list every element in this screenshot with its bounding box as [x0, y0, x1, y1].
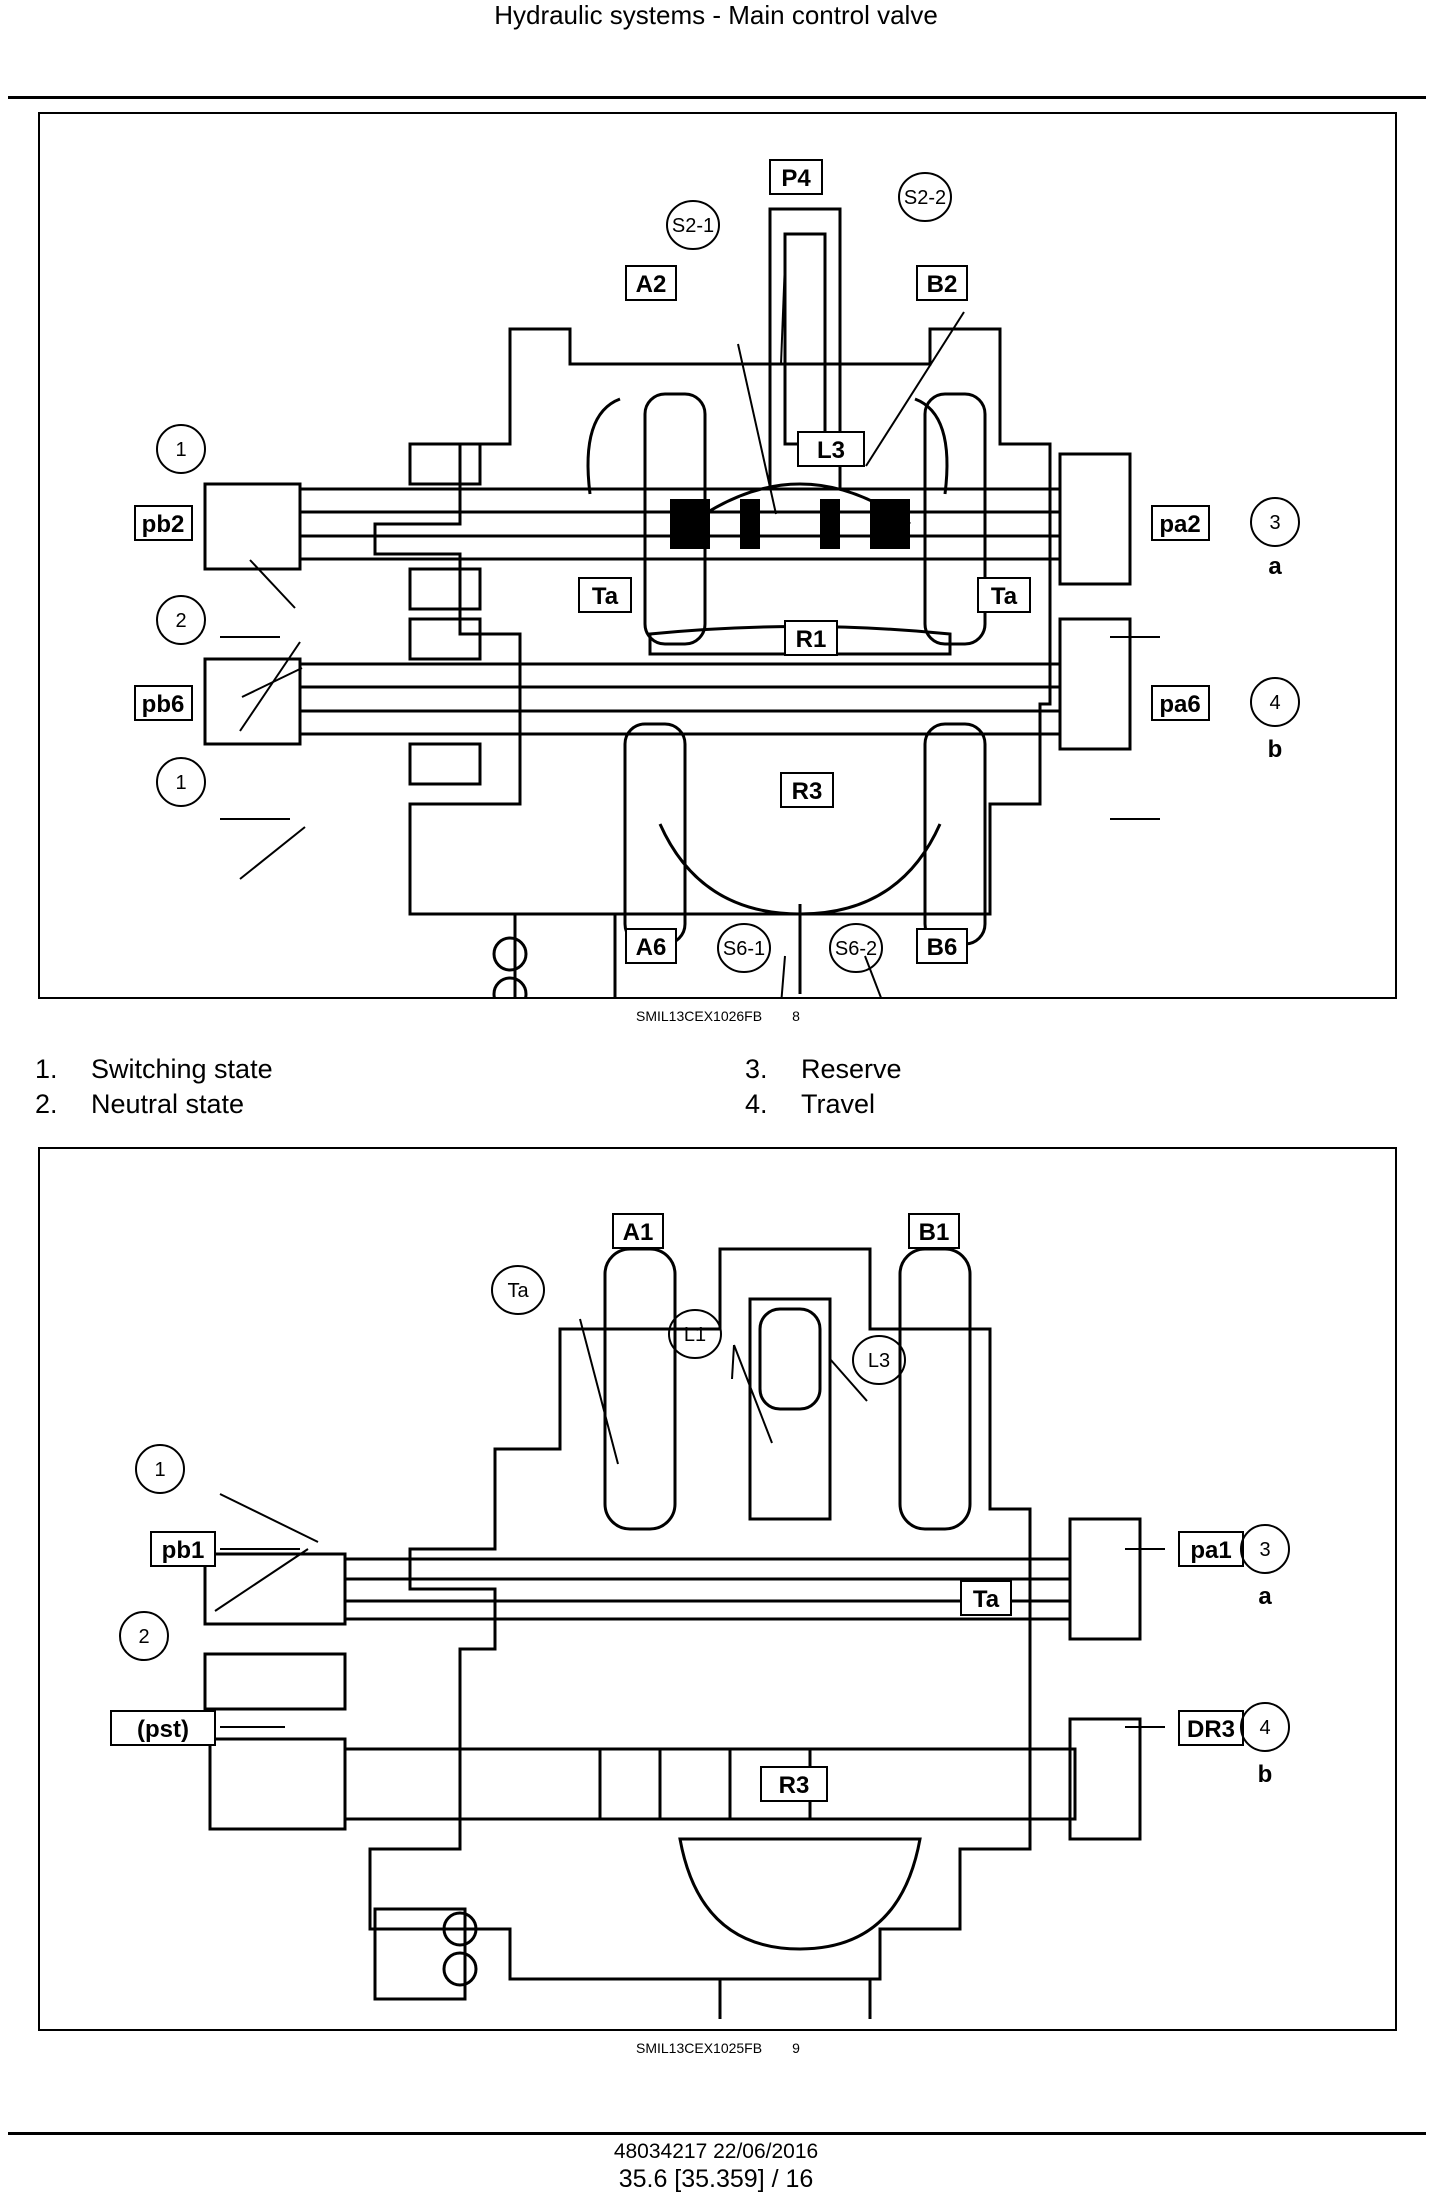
port-ta-left-label: Ta	[592, 583, 619, 610]
figure-9-code: SMIL13CEX1025FB	[636, 2040, 763, 2056]
port-pa2-label: pa2	[1159, 511, 1200, 538]
legend-item-1: 1. Switching state	[35, 1052, 273, 1087]
page-header: Hydraulic systems - Main control valve	[494, 0, 938, 30]
port-dr3-label: DR3	[1187, 1716, 1235, 1743]
port-l3-label: L3	[817, 437, 845, 464]
port-r3-label: R3	[779, 1772, 810, 1799]
callout-4: 4	[1269, 692, 1280, 714]
legend-item-3: 3. Reserve	[745, 1052, 902, 1087]
legend-number: 2.	[35, 1089, 58, 1119]
port-pb1-label: pb1	[162, 1537, 205, 1564]
legend-item-2: 2. Neutral state	[35, 1087, 244, 1122]
callout-3: 3	[1269, 512, 1280, 534]
legend-number: 3.	[745, 1054, 768, 1084]
port-pst-label: (pst)	[137, 1716, 189, 1743]
figure-8-code: SMIL13CEX1026FB	[636, 1008, 763, 1024]
state-b-label: b	[1258, 1761, 1273, 1788]
port-a1-label: A1	[623, 1219, 654, 1246]
callout-3: 3	[1259, 1539, 1270, 1561]
figure-9-caption: SMIL13CEX1025FB 9	[636, 2040, 800, 2056]
callout-s2-1: S2-1	[672, 215, 714, 237]
figure-9-drawing: A1 B1 pb1 pa1 Ta (pst) DR3 R3 Ta L1 L3 1…	[110, 1213, 1290, 2019]
callout-2: 2	[138, 1626, 149, 1648]
legend-number: 4.	[745, 1089, 768, 1119]
callout-l1: L1	[684, 1324, 706, 1346]
legend-number: 1.	[35, 1054, 58, 1084]
port-b2-label: B2	[927, 271, 958, 298]
footer-rule	[8, 2132, 1426, 2135]
legend-item-4: 4. Travel	[745, 1087, 875, 1122]
footer-page-number: 35.6 [35.359] / 16	[618, 2165, 814, 2193]
figure-8-caption: SMIL13CEX1026FB 8	[636, 1008, 800, 1024]
port-pa1-label: pa1	[1190, 1537, 1231, 1564]
callout-4: 4	[1259, 1717, 1270, 1739]
state-a-label: a	[1258, 1583, 1272, 1610]
state-b-label: b	[1268, 736, 1283, 763]
callout-s2-2: S2-2	[904, 187, 946, 209]
port-ta-box-label: Ta	[973, 1586, 1000, 1613]
header-rule	[8, 96, 1426, 99]
port-b1-label: B1	[919, 1219, 950, 1246]
figure-8-frame: P4 A2 B2 L3 pb2 pa2 Ta Ta R1 pb6 pa6 R3 …	[38, 112, 1397, 999]
legend-text: Travel	[801, 1089, 876, 1119]
callout-l3: L3	[868, 1350, 890, 1372]
legend-text: Reserve	[801, 1054, 902, 1084]
legend-text: Neutral state	[91, 1089, 245, 1119]
port-r3-label: R3	[792, 778, 823, 805]
port-b6-label: B6	[927, 934, 958, 961]
legend-text: Switching state	[91, 1054, 273, 1084]
port-pb2-label: pb2	[142, 511, 185, 538]
port-r1-label: R1	[796, 626, 827, 653]
state-a-label: a	[1268, 553, 1282, 580]
callout-2: 2	[175, 610, 186, 632]
port-p4-label: P4	[781, 165, 811, 192]
figure-8-number: 8	[792, 1008, 800, 1024]
callout-1: 1	[154, 1459, 165, 1481]
figure-9-frame: A1 B1 pb1 pa1 Ta (pst) DR3 R3 Ta L1 L3 1…	[38, 1147, 1397, 2031]
figure-8-drawing: P4 A2 B2 L3 pb2 pa2 Ta Ta R1 pb6 pa6 R3 …	[134, 159, 1300, 997]
port-ta-right-label: Ta	[991, 583, 1018, 610]
footer-doc-info: 48034217 22/06/2016	[613, 2140, 819, 2163]
port-pa6-label: pa6	[1159, 691, 1200, 718]
callout-s6-1: S6-1	[723, 938, 765, 960]
callout-s6-2: S6-2	[835, 938, 877, 960]
port-a6-label: A6	[636, 934, 667, 961]
callout-1-bottom: 1	[175, 772, 186, 794]
callout-ta: Ta	[507, 1280, 529, 1302]
figure-9-number: 9	[792, 2040, 800, 2056]
port-a2-label: A2	[636, 271, 667, 298]
callout-1-top: 1	[175, 439, 186, 461]
port-pb6-label: pb6	[142, 691, 185, 718]
